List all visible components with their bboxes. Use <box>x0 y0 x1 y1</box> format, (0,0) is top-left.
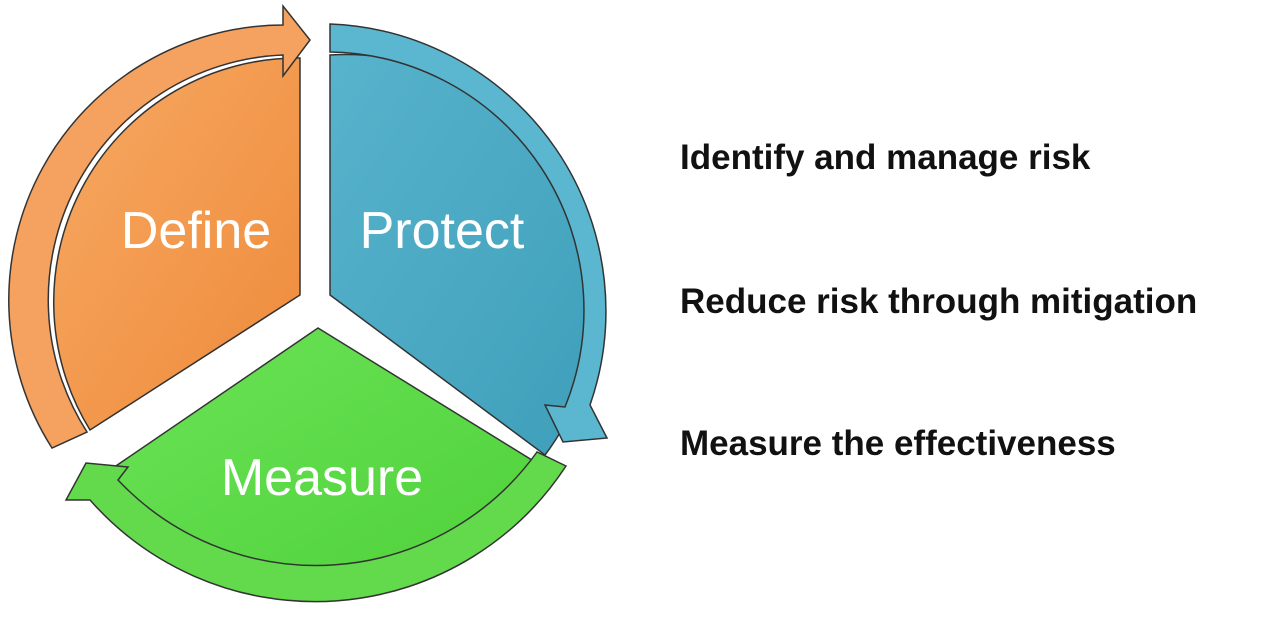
define-cycle-arrow <box>8 3 311 449</box>
bullet-measure: Measure the effectiveness <box>680 424 1116 463</box>
segment-define: Define <box>8 3 311 449</box>
protect-cycle-arrow <box>329 23 609 443</box>
segment-measure: Measure <box>64 327 568 603</box>
description-list: Identify and manage risk Reduce risk thr… <box>680 0 1280 621</box>
define-label: Define <box>121 202 271 260</box>
bullet-identify: Identify and manage risk <box>680 138 1091 177</box>
define-wedge <box>53 57 301 432</box>
segment-protect: Protect <box>329 23 609 457</box>
bullet-reduce: Reduce risk through mitigation <box>680 282 1198 321</box>
measure-cycle-arrow <box>64 451 568 603</box>
measure-label: Measure <box>221 449 423 507</box>
protect-label: Protect <box>360 202 525 260</box>
cycle-diagram: Define Protect Measure <box>8 3 609 603</box>
